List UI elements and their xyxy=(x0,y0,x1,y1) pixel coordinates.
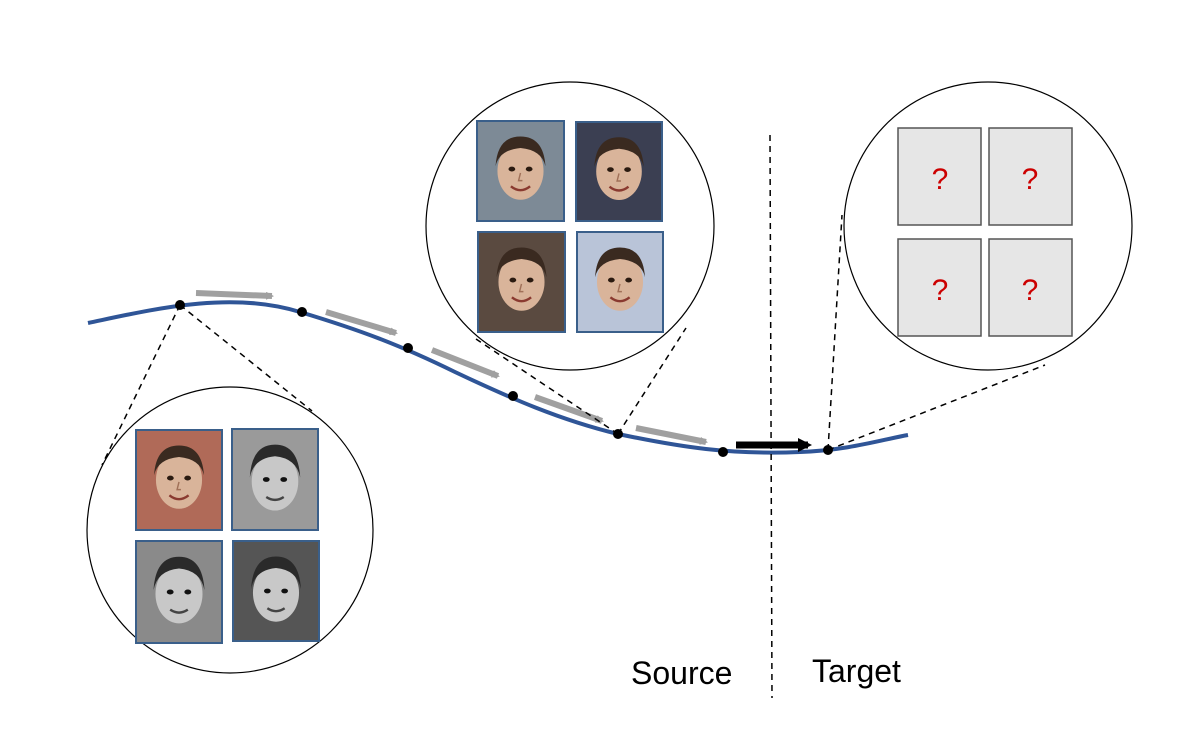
adult-photo xyxy=(575,121,663,222)
question-mark-icon: ? xyxy=(1022,163,1039,196)
adult-photo xyxy=(576,231,664,333)
source-target-divider xyxy=(769,134,773,699)
unknown-photo: ? xyxy=(988,127,1073,226)
progress-arrow xyxy=(635,425,708,445)
trajectory-point xyxy=(175,300,185,310)
question-mark-icon: ? xyxy=(932,274,949,307)
trajectory-point xyxy=(297,307,307,317)
trajectory-point xyxy=(508,391,518,401)
progress-arrow xyxy=(195,290,274,300)
zoom-lines xyxy=(101,214,1046,466)
unknown-photo: ? xyxy=(897,238,982,337)
childhood-photo xyxy=(135,429,223,531)
trajectory-points xyxy=(175,300,833,457)
trajectory-point xyxy=(613,429,623,439)
progress-arrows xyxy=(195,290,708,445)
childhood-photo xyxy=(135,540,223,644)
trajectory-point xyxy=(403,343,413,353)
childhood-photo xyxy=(231,428,319,531)
unknown-photo: ? xyxy=(897,127,982,226)
unknown-photo: ? xyxy=(988,238,1073,337)
question-mark-icon: ? xyxy=(1022,274,1039,307)
target-label: Target xyxy=(812,653,901,689)
adult-photo xyxy=(477,231,566,333)
adult-photo xyxy=(476,120,565,222)
childhood-photo xyxy=(232,540,320,642)
progress-arrow xyxy=(325,309,398,336)
progress-arrow xyxy=(533,394,604,424)
target-unknown-group: ? ? ? ? xyxy=(843,81,1133,371)
progress-arrow xyxy=(430,347,500,379)
question-mark-icon: ? xyxy=(932,163,949,196)
source-label: Source xyxy=(631,655,732,691)
trajectory-point xyxy=(718,447,728,457)
childhood-photos-group xyxy=(86,386,374,674)
trajectory-point xyxy=(823,445,833,455)
adult-photos-group xyxy=(425,81,715,371)
